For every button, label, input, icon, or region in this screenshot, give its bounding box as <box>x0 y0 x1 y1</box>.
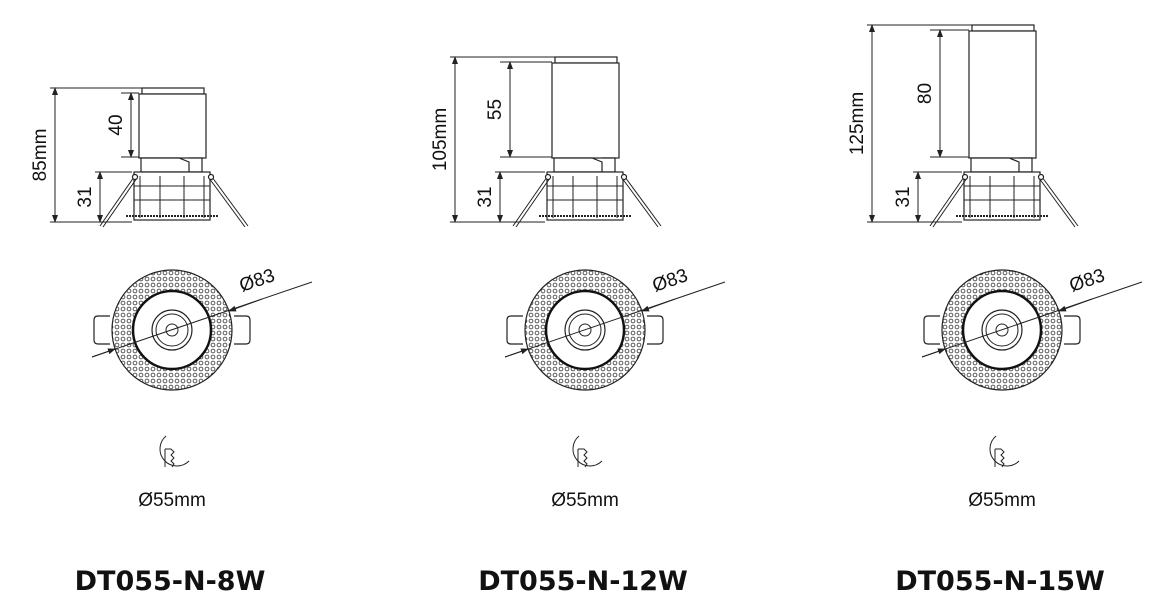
body-cap <box>141 87 205 95</box>
clip-pivot <box>961 173 969 181</box>
diameter-arrow <box>228 298 263 312</box>
saw-icon <box>164 448 175 468</box>
clip-pivot <box>1037 173 1045 181</box>
total-height-label: 125mm <box>847 92 868 155</box>
diameter-leader <box>91 281 313 358</box>
saw-icon <box>577 448 588 468</box>
body-cylinder <box>968 30 1037 159</box>
outer-diameter-label: Ø83 <box>237 265 278 297</box>
side-view <box>450 56 662 228</box>
clip-pivot <box>207 173 215 181</box>
spring-clip-right <box>1038 176 1079 228</box>
model-title: DT055-N-15W <box>895 566 1105 597</box>
clip-pivot <box>544 173 552 181</box>
lens-center <box>165 323 179 337</box>
lens-center <box>995 323 1009 337</box>
cutout-hole-icon <box>572 435 603 467</box>
cutout-hole-icon <box>989 435 1020 467</box>
plan-view <box>91 269 313 468</box>
clip-tab-left <box>93 315 110 345</box>
base-height-label: 31 <box>893 186 914 207</box>
diameter-arrow <box>504 348 529 358</box>
cutout-hole-icon <box>159 435 190 467</box>
body-neck <box>970 157 1033 173</box>
housing <box>546 171 624 221</box>
clip-tab-right <box>234 315 251 345</box>
side-view <box>50 87 249 228</box>
product-8w: 85mm 40 31 Ø83 Ø55mm DT055-N-8W <box>30 87 313 597</box>
body-cap <box>554 56 618 64</box>
clip-tab-right <box>647 315 664 345</box>
clip-pivot <box>620 173 628 181</box>
cutout-label: Ø55mm <box>138 490 206 511</box>
body-height-label: 80 <box>915 83 936 104</box>
product-12w: 105mm 55 31 Ø83 Ø55mm DT055-N-12W <box>430 56 726 597</box>
spring-clip-left <box>929 176 968 228</box>
body-neck <box>553 157 616 173</box>
spring-clip-right <box>208 176 249 228</box>
saw-icon <box>994 448 1005 468</box>
plan-view <box>504 269 726 468</box>
base-height-label: 31 <box>475 186 496 207</box>
side-view <box>867 24 1079 228</box>
total-height-label: 105mm <box>430 108 451 171</box>
plan-view <box>921 269 1143 468</box>
diameter-arrow <box>921 348 946 358</box>
cutout-label: Ø55mm <box>968 490 1036 511</box>
base-height-label: 31 <box>75 186 96 207</box>
body-cylinder <box>551 62 620 159</box>
model-title: DT055-N-12W <box>478 566 688 597</box>
diameter-arrow <box>641 298 676 312</box>
outer-diameter-label: Ø83 <box>1067 265 1108 297</box>
lens-inner <box>155 313 189 347</box>
clip-tab-right <box>1064 315 1081 345</box>
diameter-arrow <box>91 348 116 358</box>
housing-detail <box>547 176 623 218</box>
diameter-leader <box>504 281 726 358</box>
body-height-label: 55 <box>485 99 506 120</box>
clip-tab-left <box>923 315 940 345</box>
diameter-arrow <box>1058 298 1093 312</box>
lens-center <box>578 323 592 337</box>
clip-tab-left <box>506 315 523 345</box>
lens-inner <box>985 313 1019 347</box>
spring-clip-left <box>512 176 551 228</box>
housing-detail <box>964 176 1040 218</box>
outer-diameter-label: Ø83 <box>650 265 691 297</box>
housing-detail <box>134 176 210 218</box>
diameter-leader <box>921 281 1143 358</box>
body-height-label: 40 <box>106 114 127 135</box>
total-height-label: 85mm <box>30 129 51 182</box>
body-neck <box>140 157 203 173</box>
housing <box>133 171 211 221</box>
lens-inner <box>568 313 602 347</box>
spring-clip-right <box>621 176 662 228</box>
housing <box>963 171 1041 221</box>
clip-pivot <box>131 173 139 181</box>
product-15w: 125mm 80 31 Ø83 Ø55mm DT055-N-15W <box>847 24 1143 597</box>
cutout-label: Ø55mm <box>551 490 619 511</box>
model-title: DT055-N-8W <box>75 566 266 597</box>
spring-clip-left <box>99 176 138 228</box>
body-cap <box>971 24 1035 32</box>
body-cylinder <box>138 93 207 159</box>
